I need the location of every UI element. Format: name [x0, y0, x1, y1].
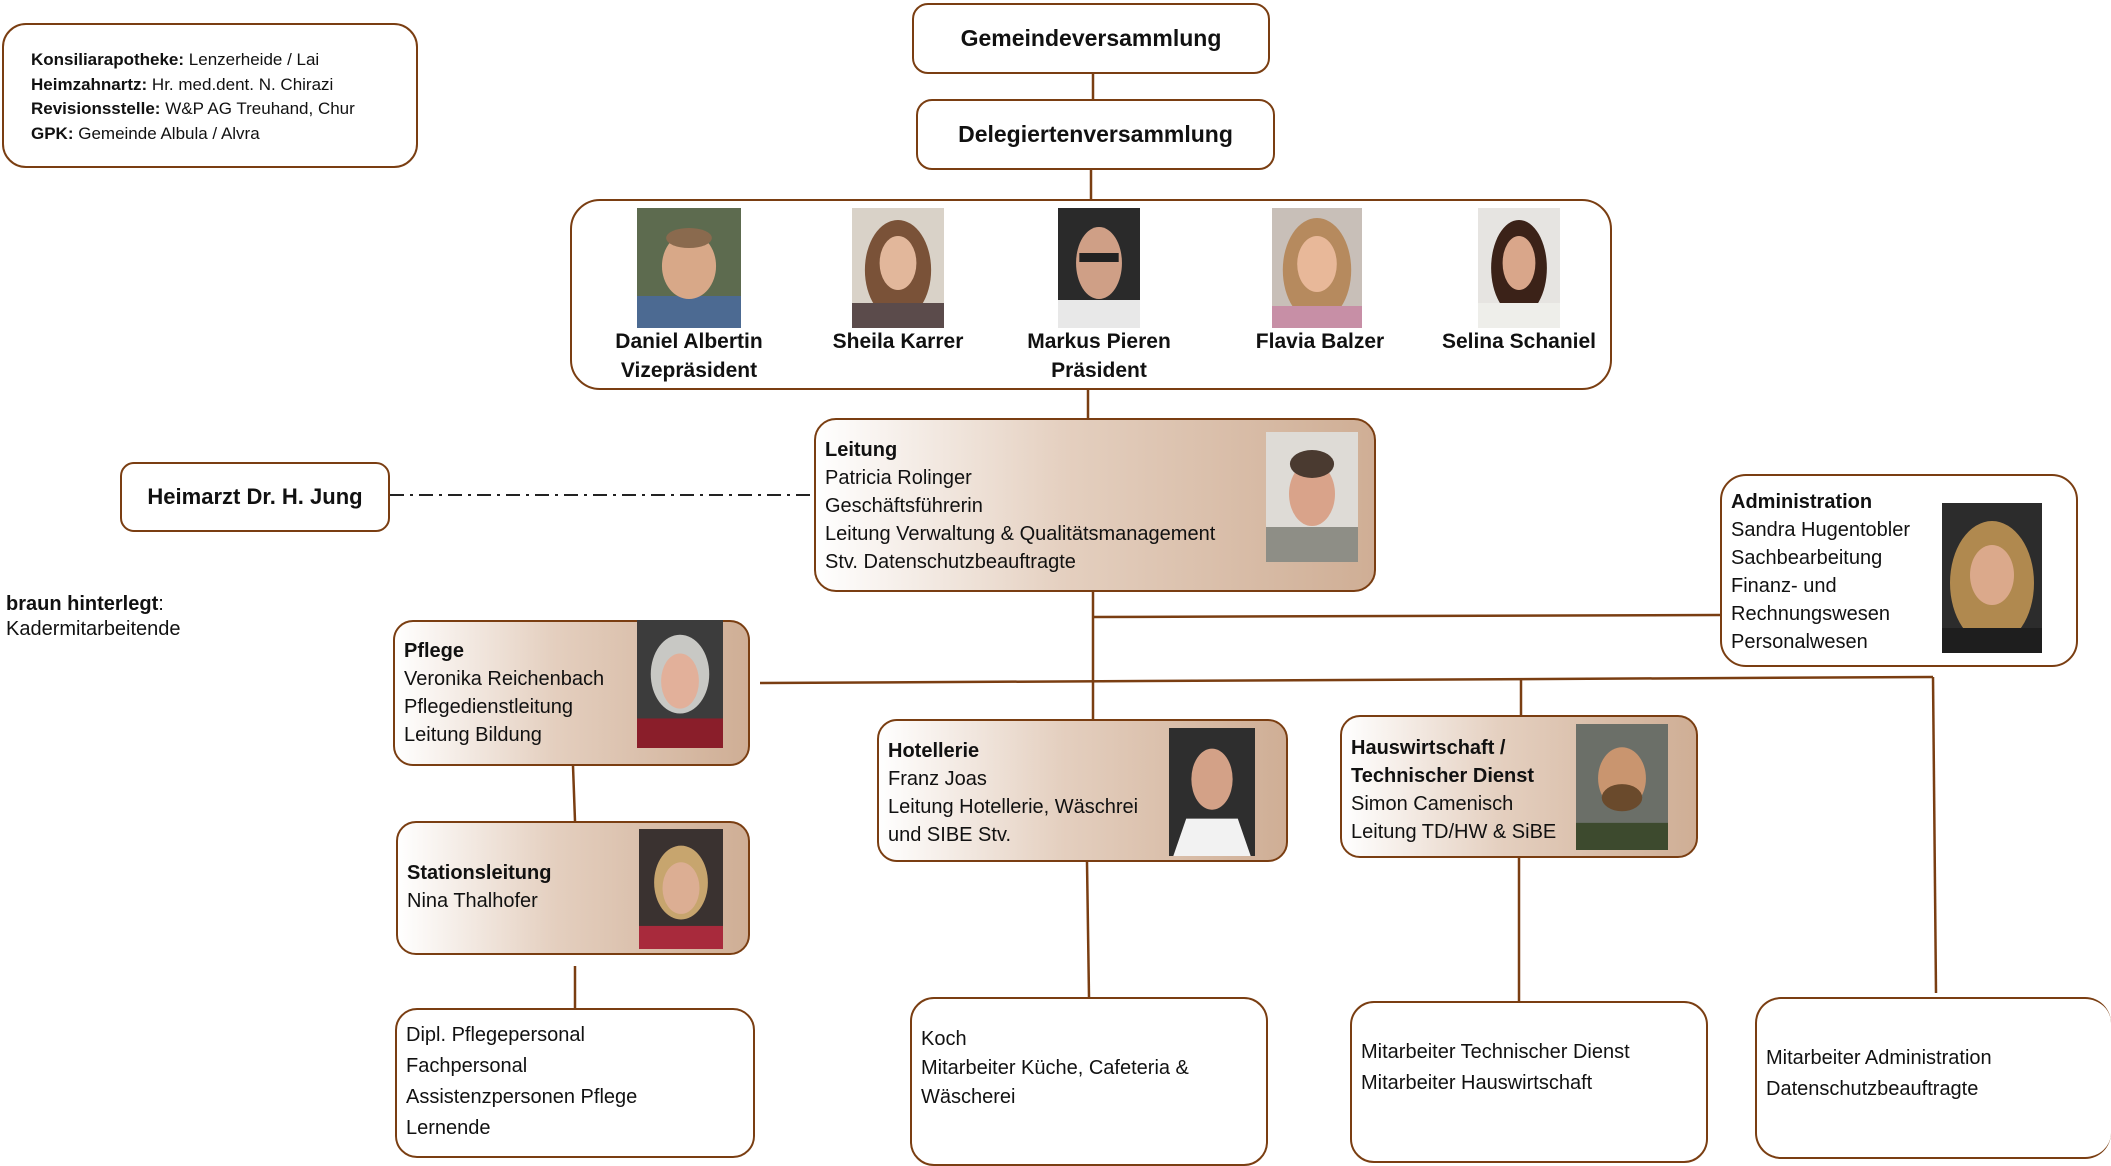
leitung-box: Leitung Patricia Rolinger Geschäftsführe… — [814, 418, 1376, 592]
photo-daniel-albertin — [637, 208, 741, 328]
staff-administration-box: Mitarbeiter Administration Datenschutzbe… — [1755, 997, 2111, 1159]
info-line: GPK: Gemeinde Albula / Alvra — [31, 123, 260, 143]
photo-markus-pieren — [1058, 208, 1140, 328]
heimarzt-box: Heimarzt Dr. H. Jung — [120, 462, 390, 532]
photo-franz-joas — [1169, 728, 1255, 856]
pflege-title: Pflege — [404, 640, 465, 662]
administration-box: Administration Sandra Hugentobler Sachbe… — [1720, 474, 2078, 667]
legend-label: braun hinterlegt — [6, 593, 159, 615]
info-line: Konsiliarapotheke: Lenzerheide / Lai — [31, 50, 320, 69]
info-line: Heimzahnartz: Hr. med.dent. N. Chirazi — [31, 74, 334, 94]
legend: braun hinterlegt: Kadermitarbeitende — [6, 593, 181, 640]
hotellerie-box: Hotellerie Franz Joas Leitung Hotellerie… — [877, 719, 1288, 862]
delegiertenversammlung-box: Delegiertenversammlung — [916, 99, 1275, 170]
photo-sandra-hugentobler — [1942, 503, 2042, 653]
info-line: Revisionsstelle: W&P AG Treuhand, Chur — [31, 99, 355, 118]
gemeindeversammlung-box: Gemeindeversammlung — [912, 3, 1270, 74]
legend-text: Kadermitarbeitende — [6, 618, 181, 640]
info-box: Konsiliarapotheke: Lenzerheide / Lai Hei… — [2, 23, 418, 168]
photo-selina-schaniel — [1478, 208, 1560, 328]
photo-veronika-reichenbach — [637, 620, 723, 748]
photo-simon-camenisch — [1576, 724, 1668, 850]
stationsleitung-title: Stationsleitung — [407, 862, 552, 884]
board-member-flavia-balzer: Flavia Balzer — [1255, 330, 1385, 353]
photo-patricia-rolinger — [1266, 432, 1358, 562]
hauswirtschaft-box: Hauswirtschaft /Technischer Dienst Simon… — [1340, 715, 1698, 858]
pflege-box: Pflege Veronika Reichenbach Pflegedienst… — [393, 620, 750, 766]
administration-title: Administration — [1731, 491, 1873, 513]
hauswirtschaft-title: Hauswirtschaft /Technischer Dienst — [1351, 737, 1535, 787]
board-member-selina-schaniel: Selina Schaniel — [1441, 330, 1597, 353]
staff-pflege-box: Dipl. Pflegepersonal Fachpersonal Assist… — [395, 1008, 755, 1158]
leitung-title: Leitung — [825, 439, 898, 461]
photo-nina-thalhofer — [639, 829, 723, 949]
photo-flavia-balzer — [1272, 208, 1362, 328]
hotellerie-title: Hotellerie — [888, 740, 980, 762]
staff-hotellerie-box: Koch Mitarbeiter Küche, Cafeteria & Wäsc… — [910, 997, 1268, 1166]
board-member-sheila-karrer: Sheila Karrer — [832, 330, 964, 353]
stationsleitung-box: Stationsleitung Nina Thalhofer — [396, 821, 750, 955]
photo-sheila-karrer — [852, 208, 944, 328]
staff-hauswirtschaft-box: Mitarbeiter Technischer Dienst Mitarbeit… — [1350, 1001, 1708, 1163]
